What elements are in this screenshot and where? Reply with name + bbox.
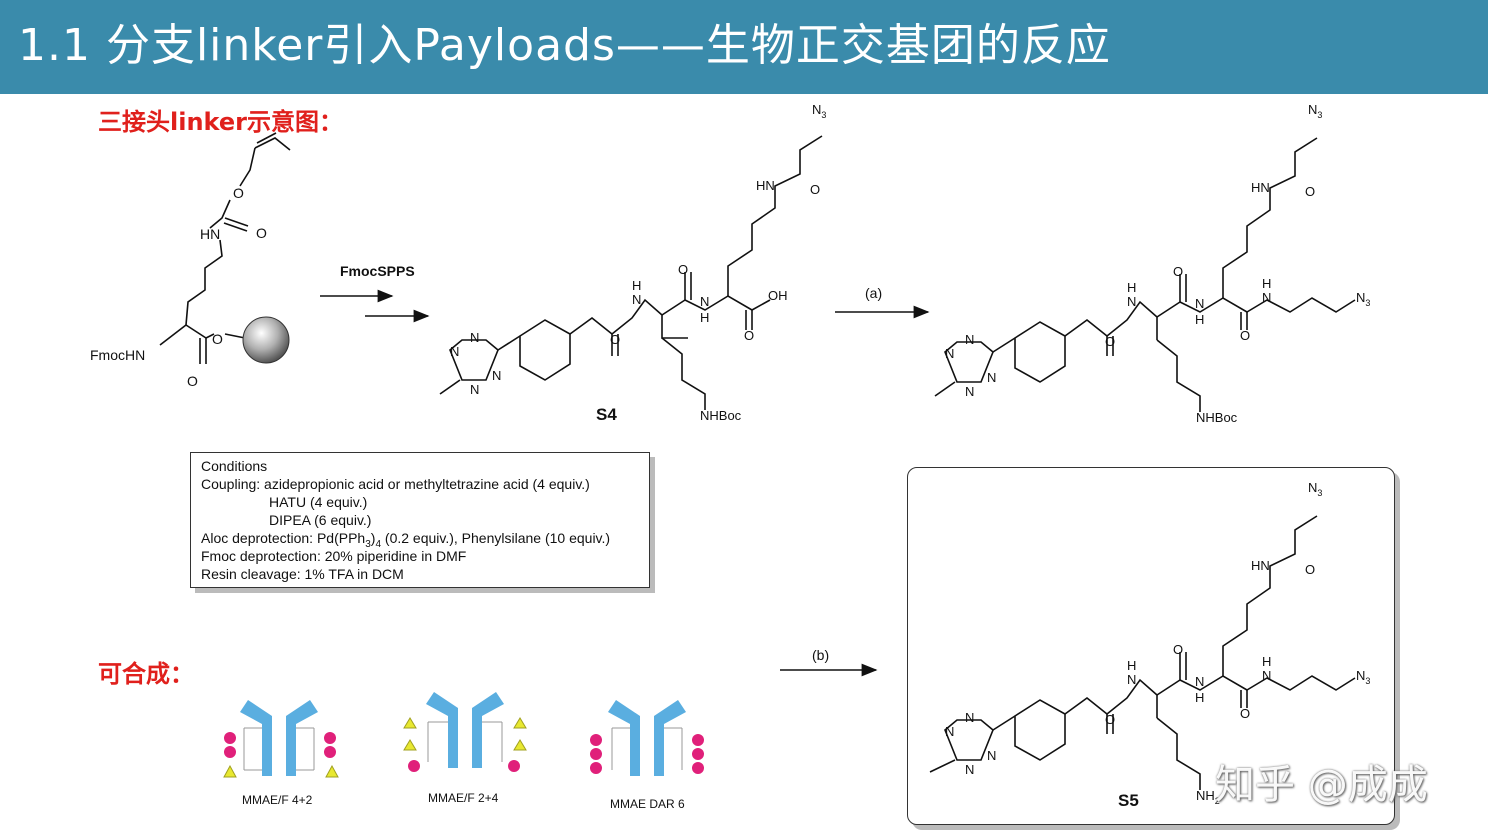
atom-o-s5-2: O [1173, 642, 1183, 657]
aloc-text: Aloc deprotection: Pd(PPh [201, 530, 366, 546]
conditions-dipea: DIPEA (6 equiv.) [269, 512, 372, 528]
atom-o-s4-1: O [610, 332, 620, 347]
atom-n-int-2: N [1195, 296, 1204, 311]
atom-o-int-3: O [1240, 328, 1250, 343]
slide-title: 1.1 分支linker引入Payloads——生物正交基团的反应 [18, 20, 1111, 71]
nhboc-intermediate: NHBoc [1196, 410, 1238, 425]
conditions-resin: Resin cleavage: 1% TFA in DCM [201, 566, 404, 582]
atom-h-s5-2: H [1195, 690, 1204, 705]
aloc-sub-3: 3 [365, 538, 371, 550]
conditions-coupling: Coupling: azidepropionic acid or methylt… [201, 476, 590, 492]
atom-n-int-tz2: N [965, 332, 974, 347]
atom-o-s5-1: O [1105, 712, 1115, 727]
atom-n-s5-tz4: N [965, 762, 974, 777]
fmochn-label: FmocHN [90, 347, 145, 363]
conditions-header: Conditions [201, 458, 268, 474]
adc-mmae-4-2: MMAE/F 4+2 [223, 700, 339, 807]
atom-o-int-1: O [1105, 334, 1115, 349]
conditions-fmoc: Fmoc deprotection: 20% piperidine in DMF [201, 548, 467, 564]
atom-n-s5-1: N [1127, 672, 1136, 687]
atom-n3-s5-top: N3 [1308, 480, 1322, 498]
s5-box [907, 467, 1395, 825]
atom-h-s5-1: H [1127, 658, 1136, 673]
trivalent-linker-label: 三接头linker示意图： [98, 108, 343, 136]
conditions-box: Conditions Coupling: azidepropionic acid… [190, 452, 650, 588]
step-b-label: (b) [812, 647, 829, 663]
atom-n3-s4: N3 [812, 102, 826, 120]
compound-s4-structure: N N N N O H N O N H O OH HN O N3 NHBoc S… [439, 102, 826, 424]
atom-o-s5-3: O [1240, 706, 1250, 721]
atom-hn-s5: HN [1251, 558, 1270, 573]
nh2-s5: NH2 [1196, 788, 1220, 806]
atom-n3-int-amide: N3 [1356, 290, 1370, 308]
atom-h-int-1: H [1127, 280, 1136, 295]
atom-h-s5-3: H [1262, 654, 1271, 669]
resin-bead [242, 316, 290, 364]
atom-hn-s4: HN [756, 178, 775, 193]
nhboc-s4: NHBoc [700, 408, 742, 423]
atom-o-s5-4: O [1305, 562, 1315, 577]
atom-n-s5-tz3: N [987, 748, 996, 763]
atom-n-int-3: N [1262, 290, 1271, 305]
atom-o-carbonyl-aloc: O [256, 225, 267, 241]
aloc-sub-4: 4 [375, 538, 382, 550]
compound-s5-structure: N N N N O H N O N H O H N N3 HN O N3 NH2… [929, 480, 1370, 810]
atom-h-s4-2: H [700, 310, 709, 325]
adc-mmae-2-4: MMAE/F 2+4 [403, 692, 527, 805]
atom-n-tz3: N [492, 368, 501, 383]
step-a-label: (a) [865, 285, 882, 301]
atom-o-s4-3: O [744, 328, 754, 343]
atom-h-int-3: H [1262, 276, 1271, 291]
atom-n-s4-2: N [700, 294, 709, 309]
atom-o-ester: O [233, 185, 244, 201]
resin-lysine-structure [159, 132, 291, 364]
atom-oh-s4: OH [768, 288, 788, 303]
atom-hn-int: HN [1251, 180, 1270, 195]
title-bar: 1.1 分支linker引入Payloads——生物正交基团的反应 [0, 0, 1488, 94]
atom-h-int-2: H [1195, 312, 1204, 327]
atom-o-s4-4: O [810, 182, 820, 197]
atom-hn-aloc: HN [200, 226, 220, 242]
adc-mmae-dar6: MMAE DAR 6 [590, 700, 704, 811]
intermediate-structure: N N N N O H N O N H O H N N3 HN O N3 NHB… [934, 102, 1370, 425]
atom-n-tz2: N [470, 330, 479, 345]
atom-n3-s5-amide: N3 [1356, 668, 1370, 686]
atom-o-int-4: O [1305, 184, 1315, 199]
atom-o-acid: O [187, 373, 198, 389]
conditions-hatu: HATU (4 equiv.) [269, 494, 368, 510]
conditions-aloc: Aloc deprotection: Pd(PPh3)4 (0.2 equiv.… [201, 530, 610, 550]
atom-n-s5-tz2: N [965, 710, 974, 725]
aloc-paren: ) [370, 530, 376, 546]
atom-n-s5-3: N [1262, 668, 1271, 683]
atom-o-resin: O [212, 331, 223, 347]
compound-s4-label: S4 [596, 405, 617, 424]
atom-n-int-tz3: N [987, 370, 996, 385]
adc-label-dar6: MMAE DAR 6 [610, 797, 685, 811]
atom-n-int-tz1: N [945, 346, 954, 361]
atom-h-s4-1: H [632, 278, 641, 293]
atom-n-s4-1: N [632, 292, 641, 307]
atom-n-int-tz4: N [965, 384, 974, 399]
compound-s5-label: S5 [1118, 791, 1139, 810]
atom-o-s4-2: O [678, 262, 688, 277]
adc-label-4-2: MMAE/F 4+2 [242, 793, 313, 807]
can-synthesize-label: 可合成： [98, 660, 194, 688]
fmocspps-label: FmocSPPS [340, 263, 415, 279]
atom-n-tz1: N [450, 344, 459, 359]
aloc-rest: (0.2 equiv.), Phenylsilane (10 equiv.) [381, 530, 611, 546]
atom-n-s5-2: N [1195, 674, 1204, 689]
zhihu-watermark: 知乎 @成成 [1215, 762, 1428, 808]
atom-n-tz4: N [470, 382, 479, 397]
adc-label-2-4: MMAE/F 2+4 [428, 791, 499, 805]
atom-n3-int-top: N3 [1308, 102, 1322, 120]
atom-n-s5-tz1: N [945, 724, 954, 739]
atom-o-int-2: O [1173, 264, 1183, 279]
atom-n-int-1: N [1127, 294, 1136, 309]
